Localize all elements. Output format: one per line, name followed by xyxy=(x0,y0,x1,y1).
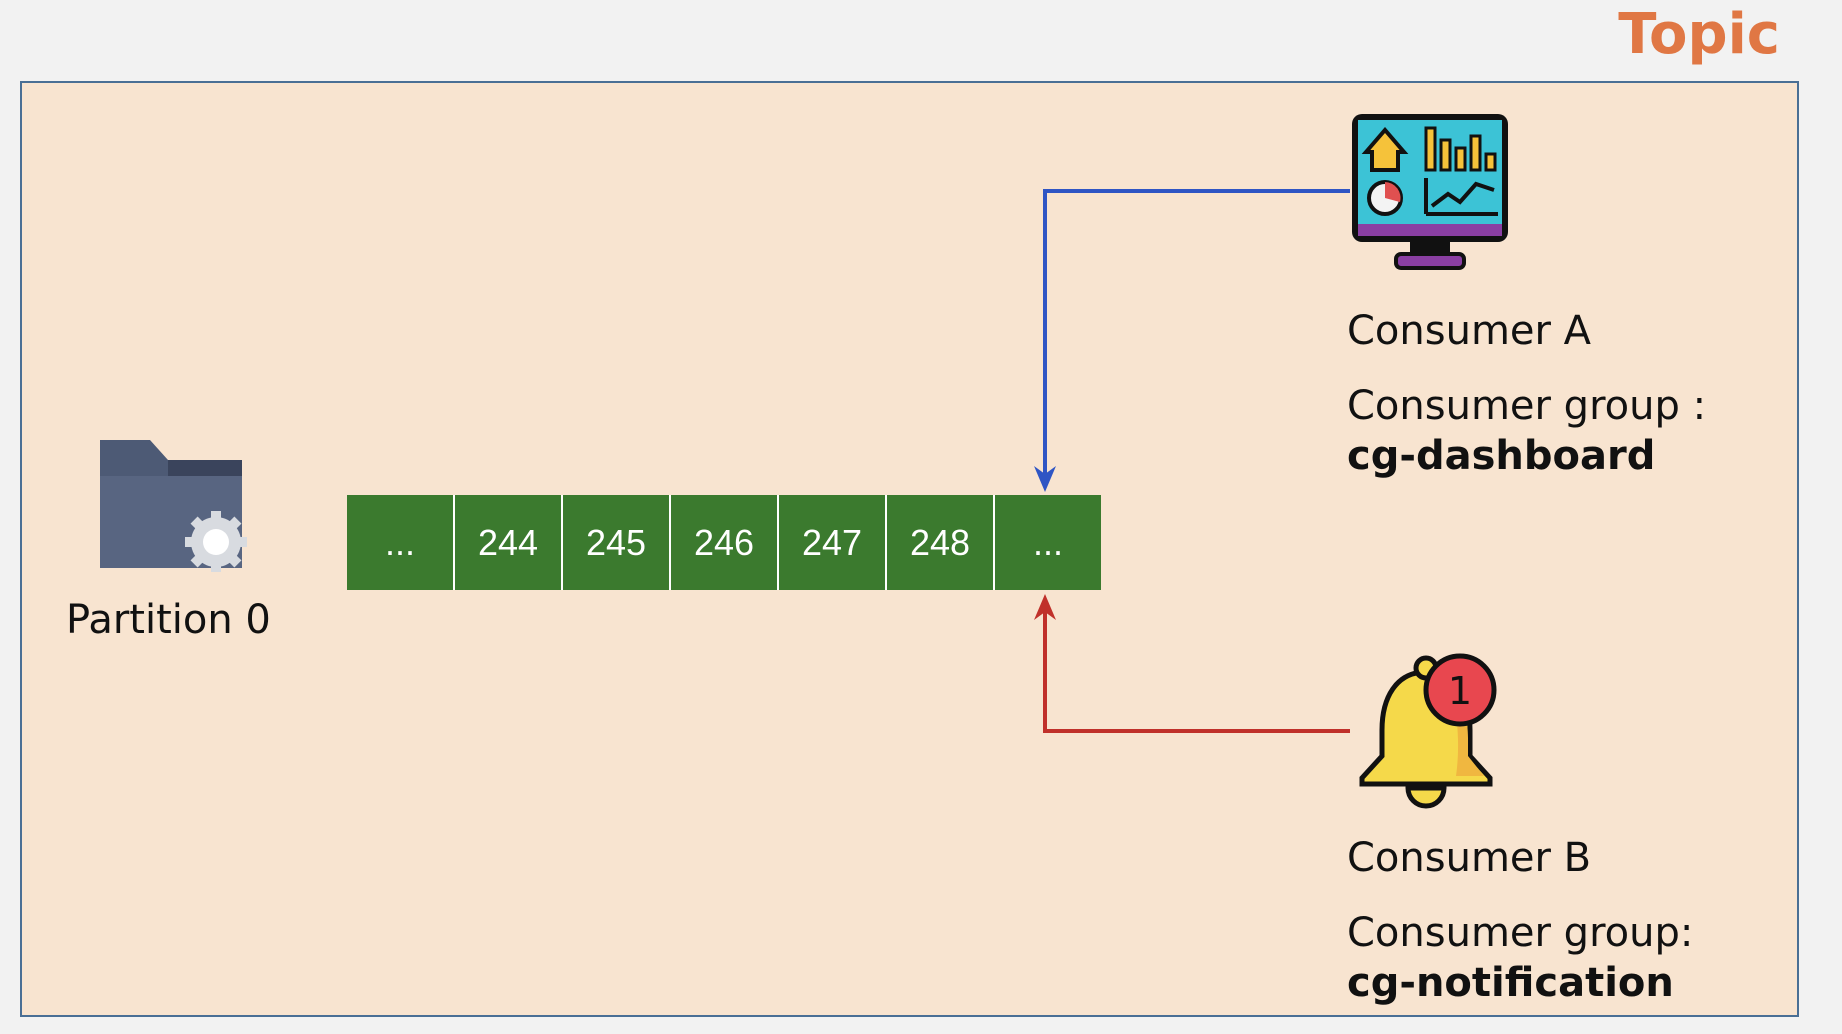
dashboard-monitor-icon xyxy=(1352,114,1508,270)
offset-cell: 247 xyxy=(779,495,887,590)
consumer-a-arrowhead xyxy=(1034,466,1056,492)
notification-bell-icon: 1 xyxy=(1359,653,1497,809)
offset-cell: 244 xyxy=(455,495,563,590)
notification-badge: 1 xyxy=(1448,669,1472,713)
offset-cell: 245 xyxy=(563,495,671,590)
offset-cell: ... xyxy=(995,495,1101,590)
consumer-a-name: Consumer A xyxy=(1347,308,1592,354)
consumer-b-arrowhead xyxy=(1034,594,1056,620)
partition-offsets: ... 244 245 246 247 248 ... xyxy=(347,495,1101,590)
offset-cell: 246 xyxy=(671,495,779,590)
partition-label: Partition 0 xyxy=(66,597,271,643)
consumer-b-name: Consumer B xyxy=(1347,835,1592,881)
consumer-b-arrow xyxy=(1043,602,1350,733)
consumer-b-group-name: cg-notification xyxy=(1347,960,1674,1006)
consumer-a-group-name: cg-dashboard xyxy=(1347,433,1656,479)
offset-cell: 248 xyxy=(887,495,995,590)
consumer-a-group-label: Consumer group : xyxy=(1347,383,1707,429)
topic-title: Topic xyxy=(1618,2,1780,67)
consumer-a-arrow xyxy=(1043,189,1350,486)
folder-gear-icon xyxy=(100,440,247,572)
offset-cell: ... xyxy=(347,495,455,590)
consumer-b-group-label: Consumer group: xyxy=(1347,910,1694,956)
